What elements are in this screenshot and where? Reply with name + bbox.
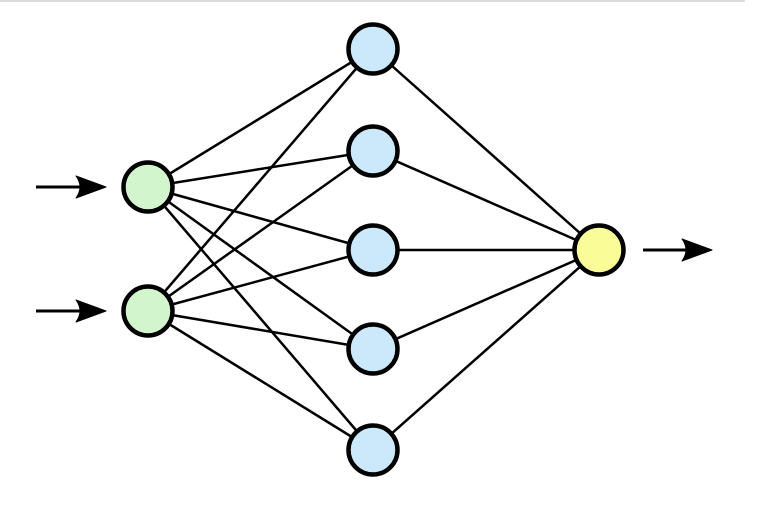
hidden-1-node <box>346 22 400 76</box>
edge-input-2-hidden-3 <box>147 248 374 313</box>
edge-input-2-hidden-2 <box>147 149 374 313</box>
output-arrow-head <box>681 238 713 262</box>
edge-input-1-hidden-3 <box>147 185 374 252</box>
input-arrow-2-head <box>75 299 107 323</box>
edge-hidden-5-output-1 <box>372 249 600 451</box>
edge-input-2-hidden-4 <box>147 309 374 351</box>
input-1-node <box>121 160 175 214</box>
output-1-node <box>572 223 626 277</box>
edge-hidden-4-output-1 <box>372 248 600 351</box>
edge-input-1-hidden-5 <box>147 186 374 451</box>
edge-input-2-hidden-1 <box>147 48 374 312</box>
input-2-node <box>121 284 175 338</box>
edge-input-1-hidden-2 <box>147 149 374 189</box>
hidden-3-node <box>346 223 400 277</box>
hidden-4-node <box>346 322 400 376</box>
edge-input-2-hidden-5 <box>147 309 374 452</box>
edge-hidden-2-output-1 <box>372 149 600 252</box>
input-arrow-1-head <box>75 175 107 199</box>
hidden-2-node <box>346 124 400 178</box>
edge-hidden-1-output-1 <box>372 48 600 251</box>
hidden-5-node <box>346 423 400 477</box>
top-border-line <box>0 0 745 2</box>
edge-input-1-hidden-4 <box>147 185 374 351</box>
edge-input-1-hidden-1 <box>147 47 374 189</box>
